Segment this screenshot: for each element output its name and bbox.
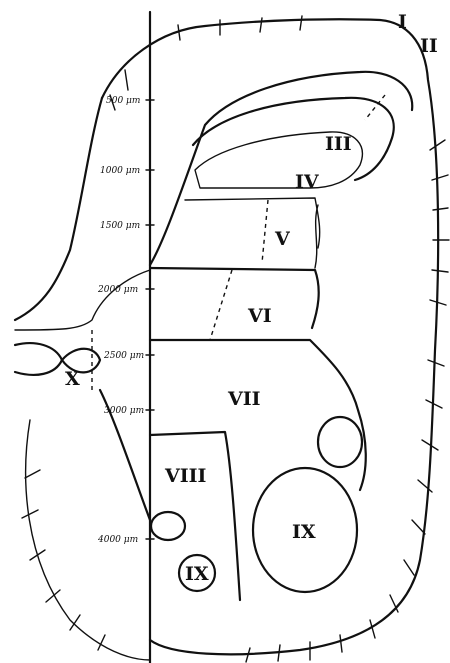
outer-boundary xyxy=(102,19,438,654)
lamina-label-9-small: IX xyxy=(185,563,209,585)
depth-label-2500: 2500 μm xyxy=(103,351,144,361)
lamina-label-2: II xyxy=(420,35,438,57)
lamina-2-boundary xyxy=(193,98,394,180)
lamina-4-top xyxy=(185,198,320,248)
central-canal-left xyxy=(15,343,62,375)
depth-label-1500: 1500 μm xyxy=(100,221,140,231)
depth-label-4000: 4000 μm xyxy=(97,535,138,545)
lamina-label-7: VII xyxy=(227,388,261,410)
depth-label-3000: 3000 μm xyxy=(104,406,144,416)
lamina-5-dashed xyxy=(262,200,268,263)
lamina-label-8: VIII xyxy=(164,465,207,487)
lamina-label-1: I xyxy=(398,11,407,33)
depth-label-1000: 1000 μm xyxy=(100,166,140,176)
lamina-6-dashed xyxy=(210,270,232,340)
lamina-8-nucleus xyxy=(151,512,185,540)
depth-label-2000: 2000 μm xyxy=(97,285,138,295)
lamina-label-3: III xyxy=(325,133,352,155)
lamina-label-10: X xyxy=(65,368,80,390)
dorsal-column-outline xyxy=(15,98,102,320)
lamina-7-nucleus xyxy=(318,417,362,467)
lamina-label-6: VI xyxy=(247,305,272,327)
lamina-label-5: V xyxy=(274,228,291,250)
left-gray-outline xyxy=(15,270,150,330)
depth-label-500: 500 μm xyxy=(106,96,140,106)
lamina-label-4: IV xyxy=(295,171,320,193)
lamina-5-6-boundary xyxy=(150,268,319,328)
lamina-label-9-large: IX xyxy=(292,521,316,543)
